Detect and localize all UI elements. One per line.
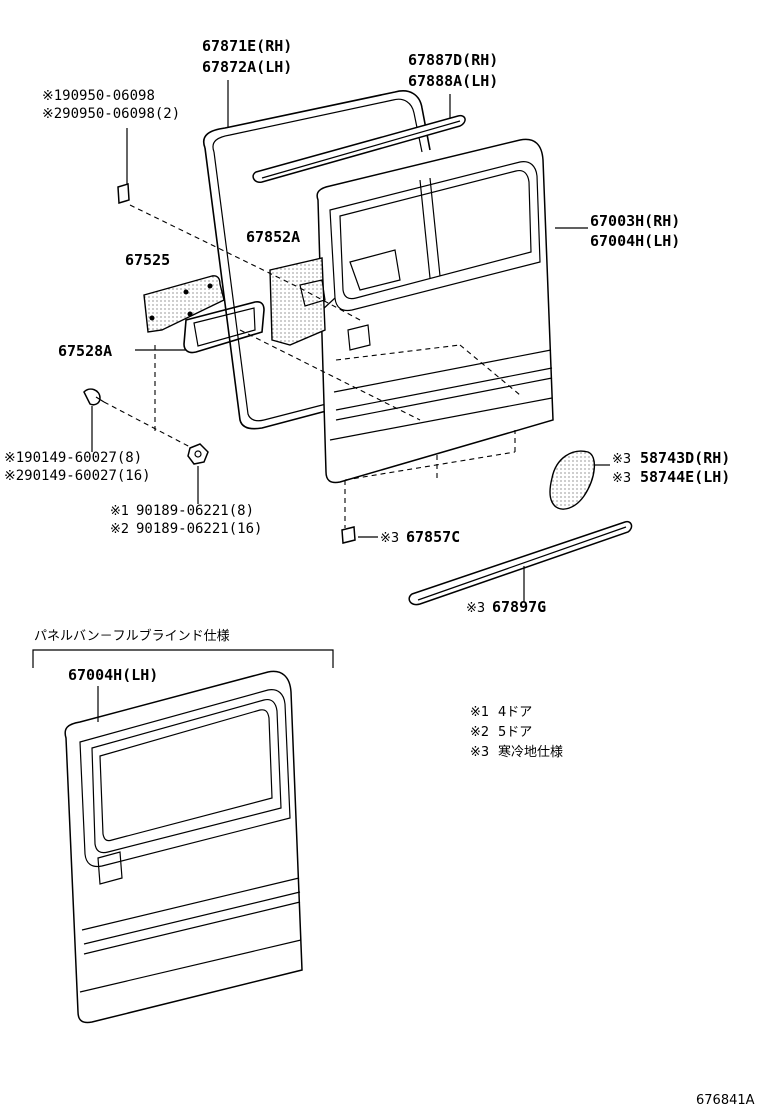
label-67004h: 67004H(LH): [590, 232, 680, 250]
legend-text-2: 5ドア: [498, 725, 532, 740]
mark-90189-1: ※1: [110, 504, 129, 519]
bolt-90149[interactable]: [83, 388, 105, 406]
label-67528a: 67528A: [58, 342, 112, 360]
variant-bracket: [32, 649, 334, 668]
label-90149-1: ※190149-60027(8): [4, 450, 142, 466]
mark-58744e: ※3: [612, 471, 631, 486]
molding-67897g[interactable]: [408, 520, 633, 606]
legend-text-3: 寒冷地仕様: [498, 744, 563, 760]
label-58743d: 58743D(RH): [640, 449, 730, 467]
label-67852a: 67852A: [246, 228, 300, 246]
dash-door-a: [335, 344, 461, 361]
legend-mark-1: ※1: [470, 705, 489, 720]
sliding-door-panel[interactable]: [316, 138, 554, 484]
label-67525: 67525: [125, 251, 170, 269]
label-90950-1: ※190950-06098: [42, 88, 155, 104]
dash-bottom: [344, 451, 516, 481]
dash-seal: [239, 329, 421, 421]
mark-67857c: ※3: [380, 531, 399, 546]
variant-door-panel[interactable]: [64, 670, 303, 1024]
inner-trim-67852a[interactable]: [269, 257, 326, 346]
legend: ※1 4ドア ※2 5ドア ※3 寒冷地仕様: [470, 705, 563, 760]
clip-90950[interactable]: [117, 183, 130, 204]
label-variant-67004h: 67004H(LH): [68, 666, 158, 684]
dash-90149: [103, 401, 193, 449]
seal-67528a[interactable]: [183, 301, 265, 354]
cover-58743d[interactable]: [549, 450, 595, 510]
label-90189-2: 90189-06221(16): [136, 521, 262, 537]
label-67871e: 67871E(RH): [202, 37, 292, 55]
legend-mark-2: ※2: [470, 725, 489, 740]
label-67003h: 67003H(RH): [590, 212, 680, 230]
label-90149-2: ※290149-60027(16): [4, 468, 151, 484]
variant-title: パネルバン－フルブラインド仕様: [34, 628, 230, 644]
dash-clip-door: [299, 287, 361, 321]
label-67897g: 67897G: [492, 598, 546, 616]
glass-run-67887d[interactable]: [252, 114, 466, 184]
label-90950-2: ※290950-06098(2): [42, 106, 180, 122]
label-67872a: 67872A(LH): [202, 58, 292, 76]
lock-plate-67525[interactable]: [143, 275, 225, 333]
weatherstrip-67871e[interactable]: [203, 90, 431, 430]
legend-text-1: 4ドア: [498, 705, 532, 720]
mark-58743d: ※3: [612, 452, 631, 467]
label-67888a: 67888A(LH): [408, 72, 498, 90]
nut-90189[interactable]: [187, 443, 209, 465]
label-90189-1: 90189-06221(8): [136, 503, 254, 519]
catalog-number: 676841A: [696, 1093, 755, 1108]
dash-door-b: [459, 344, 521, 396]
label-67887d: 67887D(RH): [408, 51, 498, 69]
mark-67897g: ※3: [466, 601, 485, 616]
clip-67857c[interactable]: [341, 526, 356, 544]
label-67857c: 67857C: [406, 528, 460, 546]
dash-90950: [129, 204, 301, 289]
mark-90189-2: ※2: [110, 522, 129, 537]
legend-mark-3: ※3: [470, 745, 489, 760]
label-58744e: 58744E(LH): [640, 468, 730, 486]
